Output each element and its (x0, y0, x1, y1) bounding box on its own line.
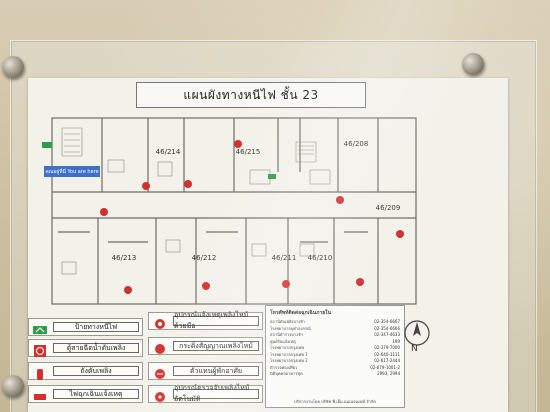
contact-name: โรงพยาบาลจุฬาลงกรณ์ (270, 325, 311, 331)
contact-name: โรงพยาบาลกรุงเทพ 1 (270, 351, 308, 357)
legend-label: อุปกรณ์แจ้งเหตุเพลิงไหม้ด้วยมือ (173, 311, 259, 330)
unit-label: 46/210 (308, 254, 333, 262)
unit-label: 46/215 (236, 148, 261, 156)
detector-icon (155, 369, 165, 379)
contact-name: โรงพยาบาลกรุงเทพ 2 (270, 358, 308, 363)
contact-row: ศูนย์รับแจ้งเหตุ 199 (270, 339, 400, 346)
legend-label: ตัวแทนผู้พักอาศัย (173, 366, 259, 376)
you-are-here-marker: คุณอยู่ที่นี่ You are here (44, 166, 100, 177)
unit-labels: 46/214 46/215 46/208 46/209 46/213 46/21… (112, 140, 401, 262)
contact-phone: 02-354-6666 (374, 325, 400, 331)
fixtures (61, 127, 331, 275)
compass-icon (404, 320, 430, 346)
contacts-title: โทรศัพท์ติดต่อฉุกเฉินภายใน (270, 310, 332, 316)
legend-item-extinguisher: ถังดับเพลิง (28, 362, 143, 380)
emergency-contacts: โทรศัพท์ติดต่อฉุกเฉินภายใน สถานีดับเพลิง… (265, 305, 405, 408)
contact-row: โรงพยาบาลจุฬาลงกรณ์ 02-354-6666 (270, 326, 400, 333)
mount-bolt-bottom-left (2, 375, 24, 397)
fire-extinguisher-icon (396, 230, 404, 238)
legend-label: ตู้สายฉีดน้ำดับเพลิง (53, 343, 139, 353)
contact-row: นิติบุคคลอาคารชุด 2993, 2994 (270, 371, 400, 378)
fire-extinguisher-icon (234, 140, 242, 148)
contact-row: โรงพยาบาลกรุงเทพ 2 02-617-2444 (270, 358, 400, 365)
contact-name: ตำรวจท่องเที่ยว (270, 364, 298, 370)
fire-extinguisher-icon (202, 282, 210, 290)
contact-row: สถานีดับเพลิงบางรัก 02-354-6667 (270, 319, 400, 326)
walls (51, 117, 417, 305)
contact-name: โรงพยาบาลกรุงเทพ (270, 345, 304, 350)
contact-phone: 199 (392, 338, 400, 344)
plan-title: แผนผังทางหนีไฟ ชั้น 23 (136, 82, 366, 108)
contact-row: โรงพยาบาลกรุงเทพ 1 02-640-1111 (270, 352, 400, 359)
legend-item-smoke-detector: อุปกรณ์ตรวจจับเพลิงไหม้อัตโนมัติ (148, 384, 263, 403)
contact-phone: 02-347-4633 (374, 332, 400, 337)
contact-phone: 02-679-1001-2 (370, 364, 400, 370)
contact-phone: 02-640-1111 (374, 351, 400, 357)
fire-extinguisher-icon (356, 278, 364, 286)
contact-row: ตำรวจท่องเที่ยว 02-679-1001-2 (270, 365, 400, 372)
legend-item-manual-alarm: อุปกรณ์แจ้งเหตุเพลิงไหม้ด้วยมือ (148, 311, 263, 330)
exit-sign-icon (33, 326, 47, 334)
unit-label: 46/212 (192, 254, 217, 262)
fire-bell-icon (155, 344, 165, 354)
contact-name: นิติบุคคลอาคารชุด (270, 371, 303, 376)
legend-item-fire-hose: ตู้สายฉีดน้ำดับเพลิง (28, 339, 143, 357)
fire-extinguisher-icon (336, 196, 344, 204)
fire-extinguisher-icon (142, 182, 150, 190)
fire-extinguisher-icon (37, 369, 43, 380)
legend-label: อุปกรณ์ตรวจจับเพลิงไหม้อัตโนมัติ (173, 384, 259, 403)
contact-phone: 02-379-7000 (374, 345, 400, 350)
fire-extinguisher-icon (124, 286, 132, 294)
unit-label: 46/213 (112, 254, 137, 262)
unit-label: 46/211 (272, 254, 297, 262)
unit-label: 46/214 (156, 148, 181, 156)
legend-item-fire-bell: กระดิ่งสัญญาณเพลิงไหม้ (148, 337, 263, 355)
contact-name: สถานีตำรวจบางรัก (270, 332, 303, 337)
emergency-light-icon (34, 394, 46, 400)
contact-name: สถานีดับเพลิงบางรัก (270, 319, 305, 324)
unit-label: 46/209 (376, 204, 401, 212)
mount-bolt-top-right (462, 53, 484, 75)
contact-phone: 02-354-6667 (374, 319, 400, 324)
legend-label: ถังดับเพลิง (53, 366, 139, 376)
fire-equipment-markers (100, 140, 404, 294)
contact-phone: 2993, 2994 (377, 371, 400, 376)
fire-extinguisher-icon (184, 180, 192, 188)
fire-hose-icon (100, 208, 108, 216)
smoke-detector-icon (155, 392, 165, 402)
unit-label: 46/208 (344, 140, 369, 148)
legend-label: ป้ายทางหนีไฟ (53, 322, 139, 332)
legend-item-detector: ตัวแทนผู้พักอาศัย (148, 362, 263, 380)
legend-label: ไฟฉุกเฉินแจ้งเหตุ (53, 389, 139, 399)
contact-phone: 02-617-2444 (374, 358, 400, 363)
fire-extinguisher-icon (282, 280, 290, 288)
legend-item-exit-sign: ป้ายทางหนีไฟ (28, 318, 143, 336)
floor-plan: 46/214 46/215 46/208 46/209 46/213 46/21… (42, 117, 417, 305)
fire-hose-icon (34, 345, 46, 357)
mount-bolt-top-left (2, 56, 24, 78)
escape-route (42, 142, 276, 179)
manual-alarm-icon (155, 319, 165, 329)
contact-name: ศูนย์รับแจ้งเหตุ (270, 338, 296, 344)
contacts-footer: บริหารงานโดย บริษัท พี.เอ็ม.แมเนจเมนท์ จ… (294, 399, 376, 404)
north-label: N (411, 344, 418, 354)
legend-label: กระดิ่งสัญญาณเพลิงไหม้ (173, 341, 259, 351)
contact-row: สถานีตำรวจบางรัก 02-347-4633 (270, 332, 400, 339)
contact-row: โรงพยาบาลกรุงเทพ 02-379-7000 (270, 345, 400, 352)
legend-item-emergency-light: ไฟฉุกเฉินแจ้งเหตุ (28, 385, 143, 403)
